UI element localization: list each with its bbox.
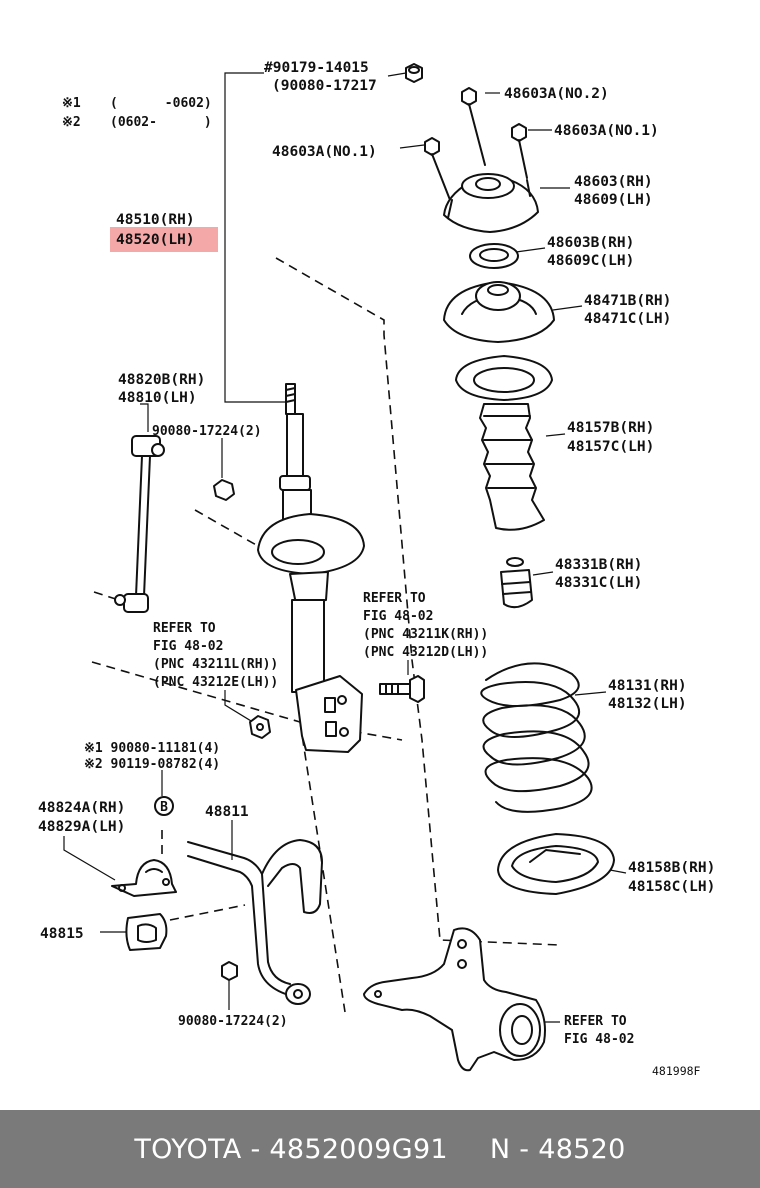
stab-nut-icon (221, 961, 238, 981)
dashed-guide-link (194, 509, 259, 547)
label-bolt-top-alt: (90080-17217 (272, 78, 377, 94)
label-refer-knuckle-1: REFER TO (564, 1014, 627, 1029)
bump-stopper-icon (500, 557, 533, 609)
label-link-nut: 90080-17224(2) (152, 424, 262, 439)
label-refer-left-4: (PNC 43212E(LH)) (153, 675, 278, 690)
label-bumper-lh: 48331C(LH) (555, 575, 642, 591)
bracket-icon (111, 859, 177, 897)
label-mount-lh: 48609(LH) (574, 192, 653, 208)
label-spring-lh: 48132(LH) (608, 696, 687, 712)
label-bolt-n1: ※1 90080-11181(4) (84, 741, 220, 756)
nut-no1-left-icon (424, 137, 440, 156)
label-strut-lh: 48520(LH) (116, 232, 195, 248)
label-nut-no1-right: 48603A(NO.1) (554, 123, 659, 139)
note-1-range: ( -0602) (110, 96, 212, 111)
label-bearing-rh: 48603B(RH) (547, 235, 634, 251)
part-info-footer: TOYOTA - 4852009G91 N - 48520 (0, 1110, 760, 1188)
steering-knuckle-icon (363, 927, 546, 1072)
label-refer-left-3: (PNC 43211L(RH)) (153, 657, 278, 672)
link-nut-icon (213, 479, 235, 501)
lower-insulator-icon (497, 833, 615, 895)
label-boot-lh: 48157C(LH) (567, 439, 654, 455)
note-1-mark: ※1 (62, 96, 81, 111)
dashed-guide-stab (299, 721, 346, 1013)
footer-brand-part: TOYOTA - 4852009G91 (134, 1133, 448, 1165)
suspension-parts-diagram: B ※1 ( -0602) ※2 (0602- ) #90179-14015 (… (38, 60, 715, 1078)
dashed-guide-bushing (169, 904, 246, 921)
label-refer-mid-3: (PNC 43211K(RH)) (363, 627, 488, 642)
label-insulator-rh: 48158B(RH) (628, 860, 715, 876)
label-refer-mid-1: REFER TO (363, 591, 426, 606)
label-link-rh: 48820B(RH) (118, 372, 205, 388)
stabilizer-bar-icon (187, 839, 323, 1005)
label-refer-left-1: REFER TO (153, 621, 216, 636)
label-bushing: 48815 (40, 926, 84, 942)
note-2-range: (0602- ) (110, 115, 212, 130)
leader-strut (224, 72, 290, 403)
label-bolt-n2: ※2 90119-08782(4) (84, 757, 220, 772)
label-spring-rh: 48131(RH) (608, 678, 687, 694)
label-nut-no1-left: 48603A(NO.1) (272, 144, 377, 160)
label-stab-nut: 90080-17224(2) (178, 1014, 288, 1029)
label-bearing-lh: 48609C(LH) (547, 253, 634, 269)
strut-assembly-icon (257, 383, 365, 753)
label-link-lh: 48810(LH) (118, 390, 197, 406)
spring-seat-icon (443, 281, 555, 343)
knuckle-bolt-icon (379, 675, 425, 703)
dashed-guide-right (275, 257, 561, 946)
label-bracket-rh: 48824A(RH) (38, 800, 125, 816)
upper-mount-icon (443, 173, 539, 233)
label-bolt-top: #90179-14015 (264, 60, 369, 76)
bolt-marker-label: B (160, 800, 168, 815)
dust-boot-icon (455, 355, 553, 531)
top-nut-icon (405, 63, 423, 83)
label-boot-rh: 48157B(RH) (567, 420, 654, 436)
bushing-icon (125, 913, 168, 951)
nut-no1-right-icon (511, 123, 527, 142)
label-strut-rh: 48510(RH) (116, 212, 195, 228)
label-seat-lh: 48471C(LH) (584, 311, 671, 327)
label-stabilizer: 48811 (205, 804, 249, 820)
label-refer-left-2: FIG 48-02 (153, 639, 223, 654)
link-lower-nut-icon (249, 715, 271, 739)
note-2-mark: ※2 (62, 115, 81, 130)
label-insulator-lh: 48158C(LH) (628, 879, 715, 895)
coil-spring-icon (480, 662, 593, 813)
label-bumper-rh: 48331B(RH) (555, 557, 642, 573)
nut-no2-icon (461, 87, 477, 106)
label-nut-no2: 48603A(NO.2) (504, 86, 609, 102)
selected-part-highlight (110, 227, 218, 252)
figure-code: 481998F (652, 1064, 701, 1078)
dashed-guide-link-low (93, 591, 126, 603)
stabilizer-link-icon (114, 435, 165, 613)
label-refer-mid-2: FIG 48-02 (363, 609, 433, 624)
label-refer-knuckle-2: FIG 48-02 (564, 1032, 634, 1047)
label-mount-rh: 48603(RH) (574, 174, 653, 190)
label-seat-rh: 48471B(RH) (584, 293, 671, 309)
footer-pnc: N - 48520 (489, 1133, 626, 1165)
label-bracket-lh: 48829A(LH) (38, 819, 125, 835)
bolt-b-marker-icon (154, 796, 174, 816)
bearing-icon (469, 243, 519, 269)
label-refer-mid-4: (PNC 43212D(LH)) (363, 645, 488, 660)
